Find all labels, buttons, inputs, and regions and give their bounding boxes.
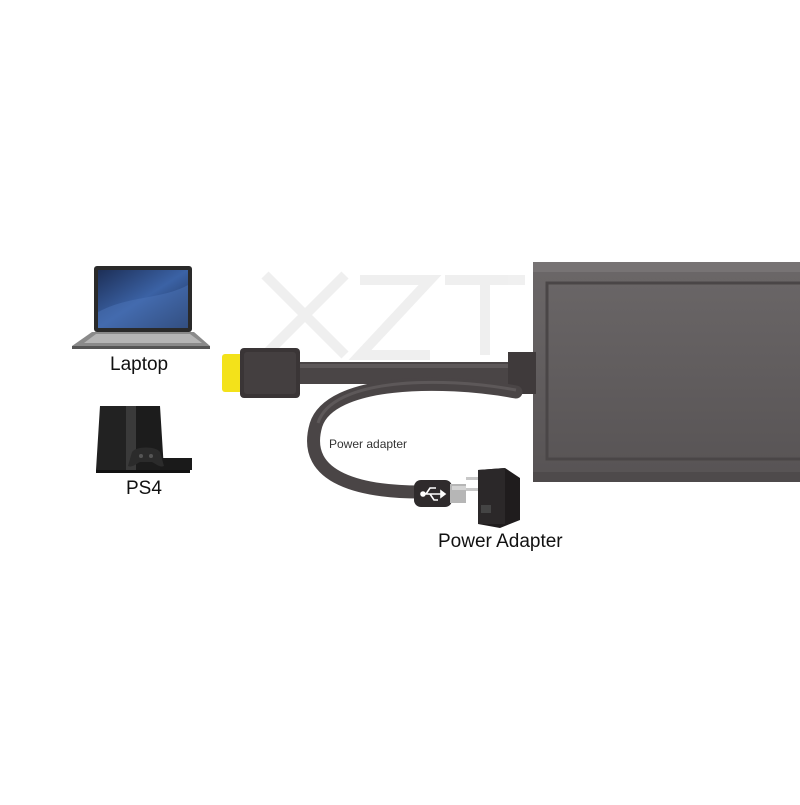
wall-plug-icon [466,468,520,528]
ps4-controller-icon [128,447,164,467]
usb-icon [420,487,447,501]
power-cable [307,377,523,499]
ps4-console-icon [96,406,192,473]
converter-box [533,262,800,482]
hdmi-cable [222,348,536,398]
watermark-logo [261,271,525,360]
cable-label: Power adapter [329,437,408,451]
usb-plug [414,480,466,507]
laptop-icon [72,266,210,349]
ps4-label: PS4 [126,478,162,499]
laptop-label: Laptop [110,354,169,375]
power-adapter-label: Power Adapter [438,531,563,552]
